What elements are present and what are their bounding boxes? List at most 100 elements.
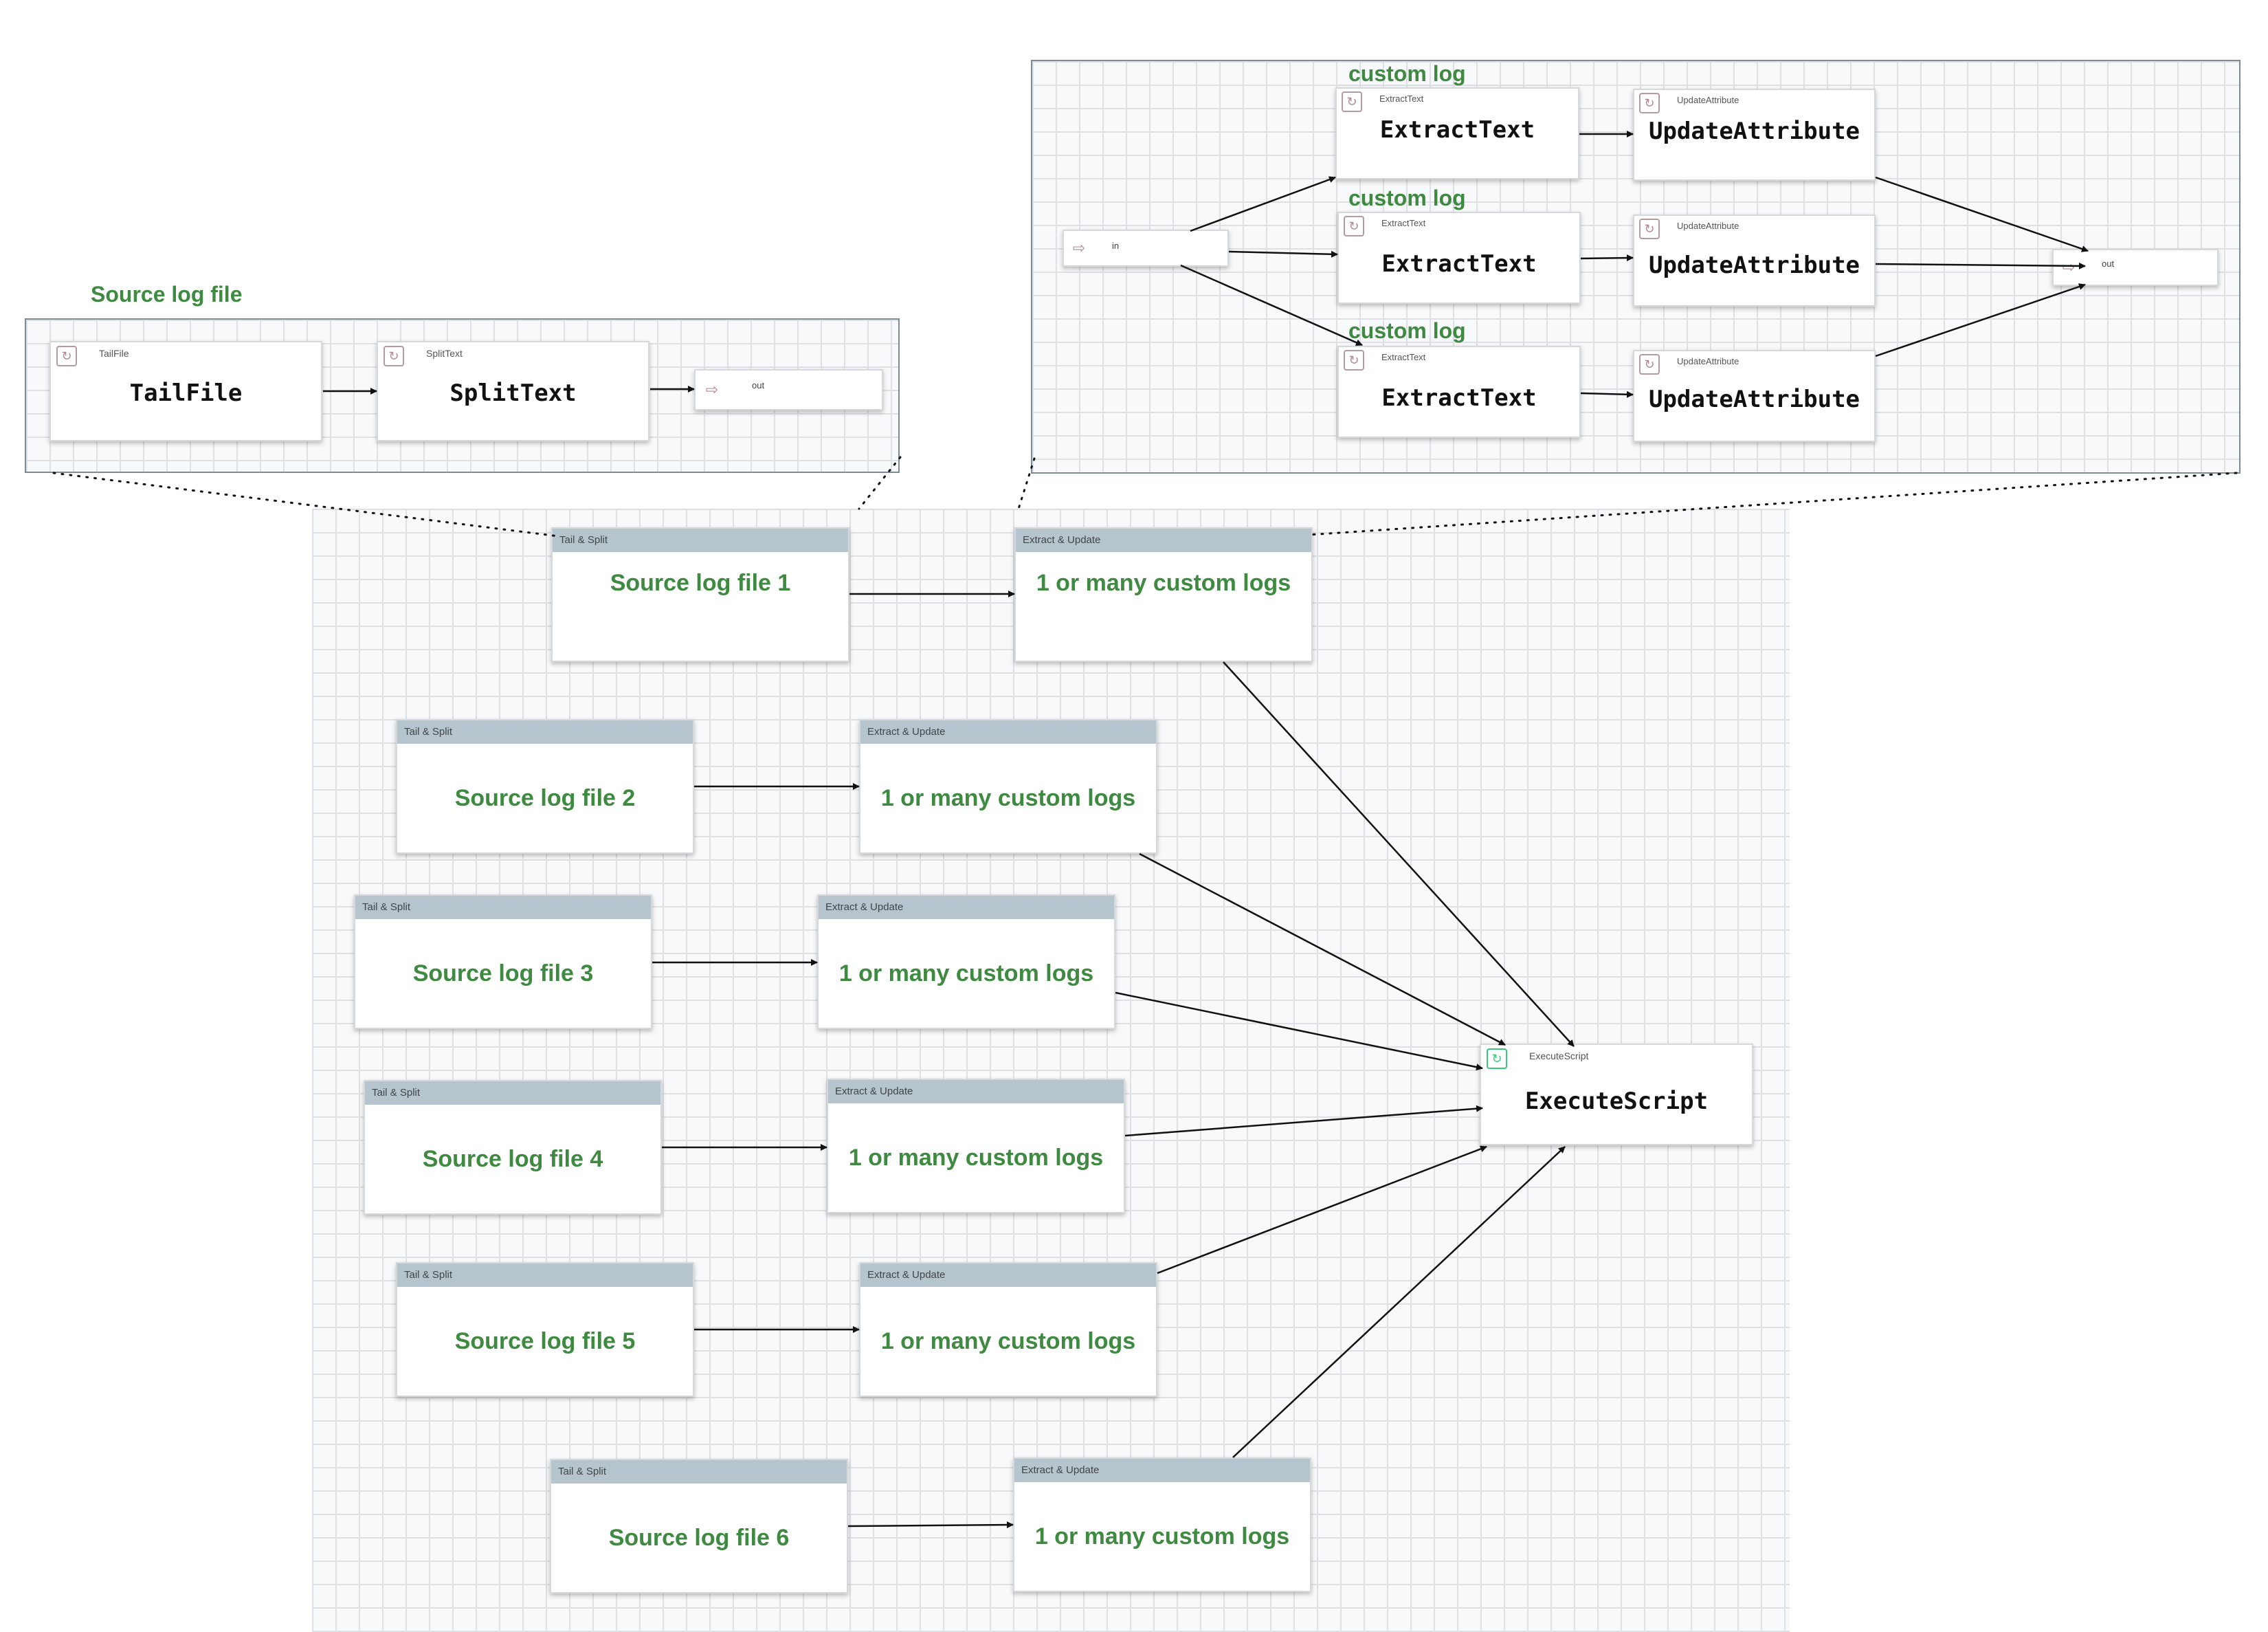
process-group-label: Source log file 5 bbox=[454, 1327, 636, 1354]
processor-type: TailFile bbox=[99, 348, 129, 359]
processor-type: UpdateAttribute bbox=[1677, 356, 1739, 366]
processor-name: ExecuteScript bbox=[1524, 1088, 1709, 1115]
process-group-source-4[interactable]: Tail & Split Source log file 4 bbox=[364, 1080, 662, 1215]
connection bbox=[1115, 991, 1483, 1071]
processor-executescript[interactable]: ↻ ExecuteScript ExecuteScript bbox=[1480, 1044, 1753, 1145]
processor-type: UpdateAttribute bbox=[1677, 95, 1739, 105]
process-group-source-2[interactable]: Tail & Split Source log file 2 bbox=[396, 719, 694, 854]
inset-left-title: Source log file bbox=[91, 282, 243, 307]
processor-name: UpdateAttribute bbox=[1648, 386, 1860, 413]
port-arrow-icon: ⇨ bbox=[1072, 239, 1086, 256]
connection bbox=[1180, 264, 1363, 346]
processor-type: SplitText bbox=[426, 348, 463, 359]
process-group-header: Extract & Update bbox=[1016, 529, 1311, 552]
processor-name: ExtractText bbox=[1381, 384, 1537, 412]
process-group-header: Extract & Update bbox=[860, 1264, 1156, 1287]
process-group-label: 1 or many custom logs bbox=[880, 1327, 1136, 1354]
refresh-icon: ↻ bbox=[383, 346, 404, 366]
process-group-header: Tail & Split bbox=[397, 1264, 693, 1287]
connection bbox=[1157, 1145, 1487, 1275]
process-group-extract-6[interactable]: Extract & Update 1 or many custom logs bbox=[1013, 1457, 1311, 1592]
process-group-header: Tail & Split bbox=[365, 1081, 660, 1105]
process-group-header: Tail & Split bbox=[355, 896, 651, 919]
processor-name: TailFile bbox=[129, 379, 243, 407]
connection bbox=[847, 1521, 1014, 1529]
process-group-label: 1 or many custom logs bbox=[880, 784, 1136, 811]
refresh-icon: ↻ bbox=[1639, 219, 1660, 239]
processor-type: ExtractText bbox=[1381, 352, 1426, 362]
processor-updateattribute[interactable]: ↻ UpdateAttribute UpdateAttribute bbox=[1633, 89, 1876, 181]
connection bbox=[1875, 262, 2086, 269]
process-group-label: 1 or many custom logs bbox=[1036, 570, 1291, 596]
refresh-icon: ↻ bbox=[1639, 93, 1660, 113]
zoom-callout-line bbox=[52, 472, 559, 538]
refresh-icon: ↻ bbox=[1344, 216, 1364, 236]
connection bbox=[1580, 390, 1634, 398]
process-group-label: 1 or many custom logs bbox=[1034, 1523, 1290, 1550]
process-group-label: 1 or many custom logs bbox=[848, 1144, 1104, 1171]
connection bbox=[1190, 176, 1336, 232]
process-group-extract-2[interactable]: Extract & Update 1 or many custom logs bbox=[859, 719, 1157, 854]
processor-name: UpdateAttribute bbox=[1648, 252, 1860, 279]
output-port-out[interactable]: ⇨ out bbox=[694, 369, 883, 410]
processor-type: ExecuteScript bbox=[1529, 1050, 1589, 1061]
processor-name: SplitText bbox=[449, 379, 577, 407]
custom-log-label: custom log bbox=[1348, 186, 1466, 210]
processor-updateattribute[interactable]: ↻ UpdateAttribute UpdateAttribute bbox=[1633, 214, 1876, 307]
connection bbox=[1139, 852, 1506, 1046]
process-group-label: Source log file 3 bbox=[412, 960, 594, 986]
port-label: out bbox=[752, 380, 765, 390]
processor-type: ExtractText bbox=[1379, 93, 1424, 104]
zoom-callout-line bbox=[858, 456, 902, 510]
connection bbox=[1223, 661, 1575, 1047]
connection bbox=[1875, 283, 2086, 357]
connection bbox=[1232, 1146, 1566, 1458]
port-label: in bbox=[1112, 241, 1120, 251]
process-group-label: Source log file 2 bbox=[454, 784, 636, 811]
process-group-header: Tail & Split bbox=[551, 1460, 847, 1484]
process-group-header: Extract & Update bbox=[860, 720, 1156, 744]
process-group-extract-5[interactable]: Extract & Update 1 or many custom logs bbox=[859, 1262, 1157, 1397]
processor-extracttext[interactable]: ↻ ExtractText ExtractText bbox=[1335, 87, 1579, 179]
refresh-icon: ↻ bbox=[1342, 91, 1362, 112]
connection bbox=[1228, 250, 1338, 258]
refresh-icon: ↻ bbox=[1487, 1048, 1507, 1069]
input-port-in[interactable]: ⇨ in bbox=[1063, 230, 1229, 267]
refresh-icon: ↻ bbox=[56, 346, 77, 366]
process-group-label: Source log file 6 bbox=[608, 1524, 790, 1551]
custom-log-label: custom log bbox=[1348, 61, 1466, 86]
process-group-source-5[interactable]: Tail & Split Source log file 5 bbox=[396, 1262, 694, 1397]
process-group-header: Tail & Split bbox=[397, 720, 693, 744]
zoom-callout-line bbox=[1307, 472, 2238, 536]
process-group-header: Tail & Split bbox=[553, 529, 848, 552]
process-group-extract-4[interactable]: Extract & Update 1 or many custom logs bbox=[827, 1079, 1125, 1213]
processor-tailfile[interactable]: ↻ TailFile TailFile bbox=[49, 341, 322, 441]
process-group-label: 1 or many custom logs bbox=[838, 960, 1094, 986]
port-arrow-icon: ⇨ bbox=[705, 381, 719, 398]
connection bbox=[1124, 1105, 1483, 1137]
refresh-icon: ↻ bbox=[1639, 354, 1660, 375]
process-group-source-1[interactable]: Tail & Split Source log file 1 bbox=[551, 527, 849, 662]
processor-extracttext[interactable]: ↻ ExtractText ExtractText bbox=[1337, 346, 1581, 438]
process-group-header: Extract & Update bbox=[1014, 1459, 1310, 1482]
processor-name: ExtractText bbox=[1381, 250, 1537, 278]
connection bbox=[1875, 176, 2089, 252]
port-label: out bbox=[2102, 258, 2115, 269]
processor-extracttext[interactable]: ↻ ExtractText ExtractText bbox=[1337, 212, 1581, 304]
output-port-out[interactable]: ⇨ out bbox=[2052, 249, 2219, 286]
process-group-extract-3[interactable]: Extract & Update 1 or many custom logs bbox=[817, 894, 1115, 1029]
refresh-icon: ↻ bbox=[1344, 350, 1364, 371]
process-group-source-3[interactable]: Tail & Split Source log file 3 bbox=[354, 894, 652, 1029]
processor-splittext[interactable]: ↻ SplitText SplitText bbox=[377, 341, 649, 441]
process-group-source-6[interactable]: Tail & Split Source log file 6 bbox=[550, 1459, 848, 1594]
port-arrow-icon: ⇨ bbox=[2062, 258, 2076, 276]
process-group-header: Extract & Update bbox=[819, 896, 1114, 919]
zoom-callout-line bbox=[1017, 457, 1036, 510]
processor-type: UpdateAttribute bbox=[1677, 221, 1739, 231]
processor-updateattribute[interactable]: ↻ UpdateAttribute UpdateAttribute bbox=[1633, 350, 1876, 442]
processor-type: ExtractText bbox=[1381, 218, 1426, 228]
process-group-extract-1[interactable]: Extract & Update 1 or many custom logs bbox=[1014, 527, 1313, 662]
process-group-label: Source log file 4 bbox=[422, 1145, 603, 1172]
custom-log-label: custom log bbox=[1348, 318, 1466, 343]
